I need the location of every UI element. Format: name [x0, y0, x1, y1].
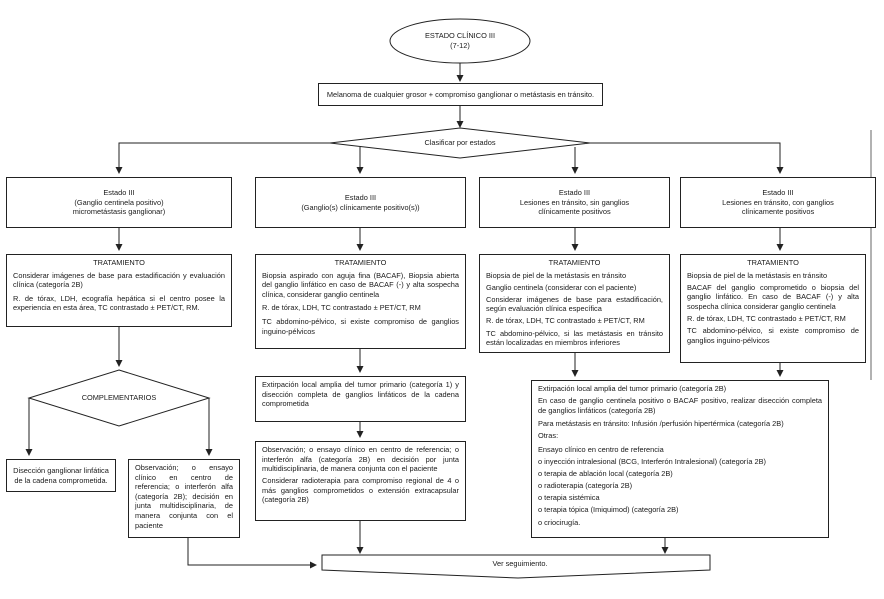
classify-diamond	[329, 127, 591, 159]
diseccion-box: Disección ganglionar linfática de la cad…	[6, 459, 116, 492]
complementarios-label: COMPLEMENTARIOS	[81, 393, 157, 402]
observacion-mid-box: Observación; o ensayo clínico en centro …	[255, 441, 466, 521]
treatment-box-3: TRATAMIENTO Biopsia de piel de la metást…	[479, 254, 670, 353]
stage-box-1: Estado III (Ganglio centinela positivo) …	[6, 177, 232, 228]
branch-left	[115, 142, 330, 174]
treatment-box-4: TRATAMIENTO Biopsia de piel de la metást…	[680, 254, 866, 363]
stage-box-2: Estado III (Ganglio(s) clínicamente posi…	[255, 177, 466, 228]
extirpacion-mid-box: Extirpación local amplia del tumor prima…	[255, 376, 466, 422]
observacion-left-box: Observación; o ensayo clínico en centro …	[128, 459, 240, 538]
treatment-box-2: TRATAMIENTO Biopsia aspirado con aguja f…	[255, 254, 466, 349]
branch-right	[590, 142, 784, 174]
start-label: ESTADO CLÍNICO III (7-12)	[424, 31, 496, 50]
seguimiento-shape	[321, 554, 711, 579]
melanoma-box: Melanoma de cualquier grosor + compromis…	[318, 83, 603, 106]
treatment-box-1: TRATAMIENTO Considerar imágenes de base …	[6, 254, 232, 327]
classify-label: Clasificar por estados	[424, 138, 496, 147]
stage-box-3: Estado III Lesiones en tránsito, sin gan…	[479, 177, 670, 228]
complementarios-diamond	[27, 369, 211, 427]
stage-box-4: Estado III Lesiones en tránsito, con gan…	[680, 177, 876, 228]
right-treatment-box: Extirpación local amplia del tumor prima…	[531, 380, 829, 538]
seguimiento-label: Ver seguimiento.	[492, 559, 548, 568]
